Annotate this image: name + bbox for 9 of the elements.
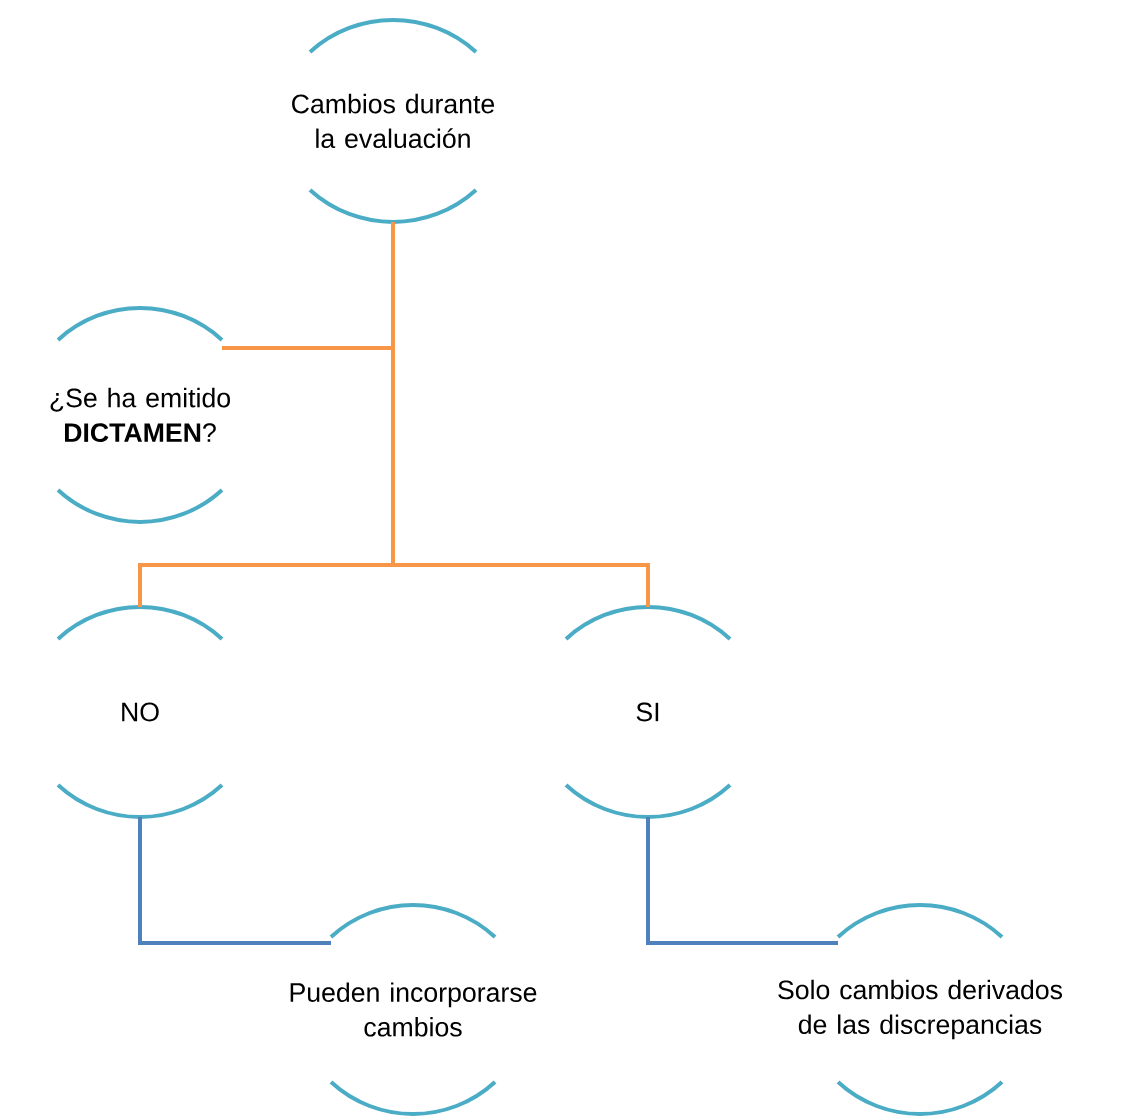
bracket-node: Solo cambios derivados de las discrepancias [778, 903, 1062, 1116]
bracket-node: Pueden incorporarse cambios [290, 903, 537, 1116]
bracket-node: ¿Se ha emitido DICTAMEN? [50, 306, 230, 524]
connector-line [391, 222, 650, 607]
bracket-node: SI [564, 605, 732, 819]
connector-line [646, 817, 838, 945]
connector-line [138, 817, 331, 945]
bracket-node: Cambios durante la evaluación [292, 18, 495, 224]
bracket-node: NO [56, 605, 224, 819]
